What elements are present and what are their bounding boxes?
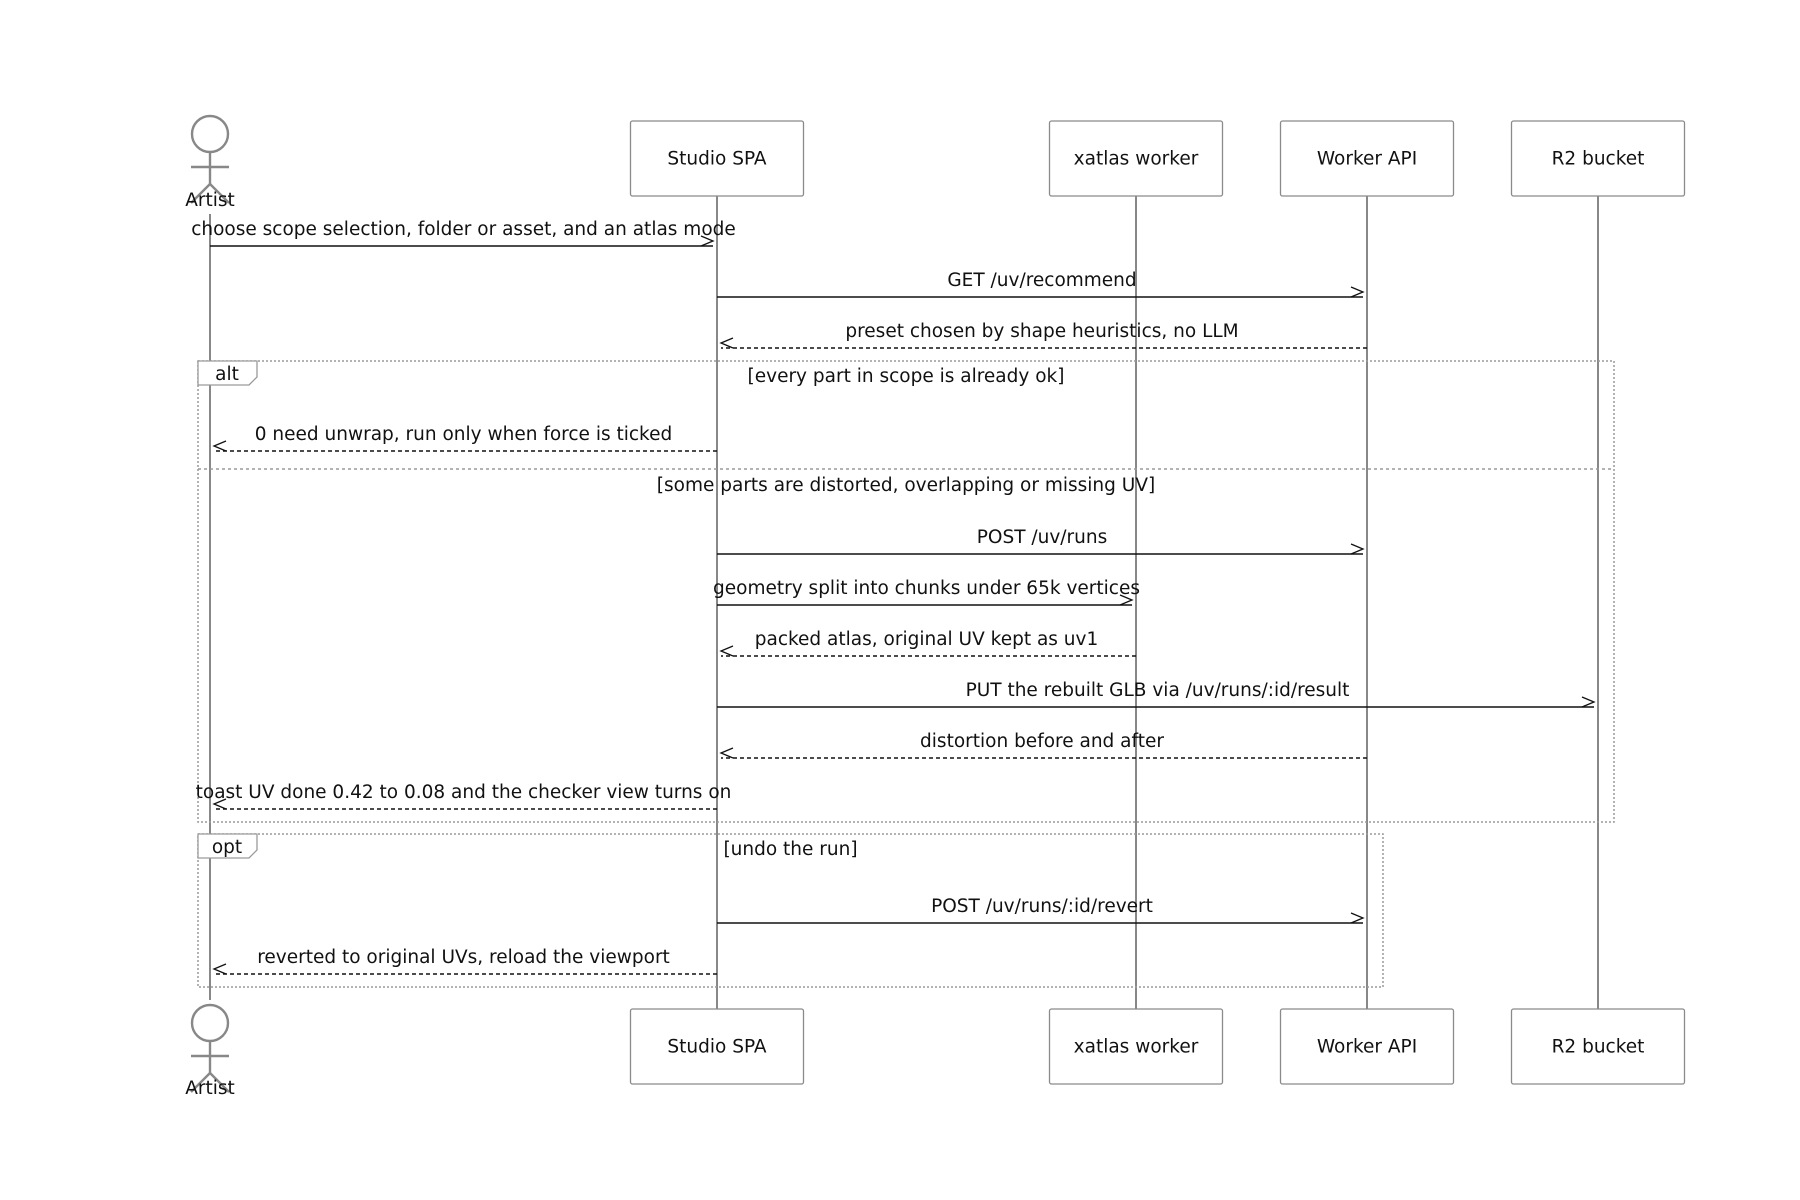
actor-label: Artist [185,1078,235,1099]
alt-fragment: alt [every part in scope is already ok] [s… [197,360,1615,823]
message-label: toast UV done 0.42 to 0.08 and the check… [196,782,732,803]
message-6: geometry split into chunks under 65k ver… [713,578,1140,606]
studio-spa-box-top: Studio SPA [629,120,805,197]
participant-label: R2 bucket [1552,1037,1645,1058]
participant-label: xatlas worker [1074,1037,1199,1058]
message-label: geometry split into chunks under 65k ver… [713,578,1140,599]
message-label: packed atlas, original UV kept as uv1 [755,629,1099,650]
person-icon [190,114,230,204]
message-12: reverted to original UVs, reload the vie… [212,947,717,975]
fragment-kind: opt [212,837,242,858]
fragments: alt [every part in scope is already ok] [s… [197,360,1615,988]
participant-label: R2 bucket [1552,149,1645,170]
xatlas-worker-box-top: xatlas worker [1048,120,1224,197]
message-9: distortion before and after [719,731,1367,759]
lifelines [209,196,1599,1009]
message-label: POST /uv/runs/:id/revert [931,896,1153,917]
message-2: GET /uv/recommend [717,270,1365,298]
message-11: POST /uv/runs/:id/revert [717,896,1365,924]
xatlas-worker-box-bottom: xatlas worker [1048,1008,1224,1085]
message-label: choose scope selection, folder or asset,… [191,219,736,240]
studio-spa-box-bottom: Studio SPA [629,1008,805,1085]
participant-label: Worker API [1317,149,1417,170]
participant-label: Studio SPA [667,1037,767,1058]
artist-actor-top: Artist [185,114,235,211]
fragment-condition: [undo the run] [723,839,857,860]
message-10: toast UV done 0.42 to 0.08 and the check… [196,782,732,810]
message-label: preset chosen by shape heuristics, no LL… [845,321,1238,342]
worker-api-box-top: Worker API [1279,120,1455,197]
message-8: PUT the rebuilt GLB via /uv/runs/:id/res… [717,680,1596,708]
fragment-condition: [every part in scope is already ok] [748,366,1065,387]
participant-label: xatlas worker [1074,149,1199,170]
message-1: choose scope selection, folder or asset,… [191,219,736,247]
message-label: GET /uv/recommend [947,270,1136,291]
fragment-kind: alt [215,364,239,385]
fragment-tab [197,360,258,386]
actor-label: Artist [185,190,235,211]
message-3: preset chosen by shape heuristics, no LL… [719,321,1367,349]
message-label: 0 need unwrap, run only when force is ti… [255,424,672,445]
message-7: packed atlas, original UV kept as uv1 [719,629,1136,657]
participant-label: Studio SPA [667,149,767,170]
worker-api-box-bottom: Worker API [1279,1008,1455,1085]
message-label: reverted to original UVs, reload the vie… [257,947,670,968]
message-label: PUT the rebuilt GLB via /uv/runs/:id/res… [966,680,1350,701]
person-icon [190,1003,230,1093]
opt-fragment: opt [undo the run] [197,833,1384,988]
message-label: POST /uv/runs [977,527,1107,548]
message-label: distortion before and after [920,731,1164,752]
fragment-tab [197,833,258,859]
messages: choose scope selection, folder or asset,… [191,219,1596,975]
fragment-condition: [some parts are distorted, overlapping o… [657,475,1155,496]
r2-bucket-box-bottom: R2 bucket [1510,1008,1686,1085]
artist-actor-bottom: Artist [185,1003,235,1099]
r2-bucket-box-top: R2 bucket [1510,120,1686,197]
message-4: 0 need unwrap, run only when force is ti… [212,424,717,452]
message-5: POST /uv/runs [717,527,1365,555]
participant-label: Worker API [1317,1037,1417,1058]
